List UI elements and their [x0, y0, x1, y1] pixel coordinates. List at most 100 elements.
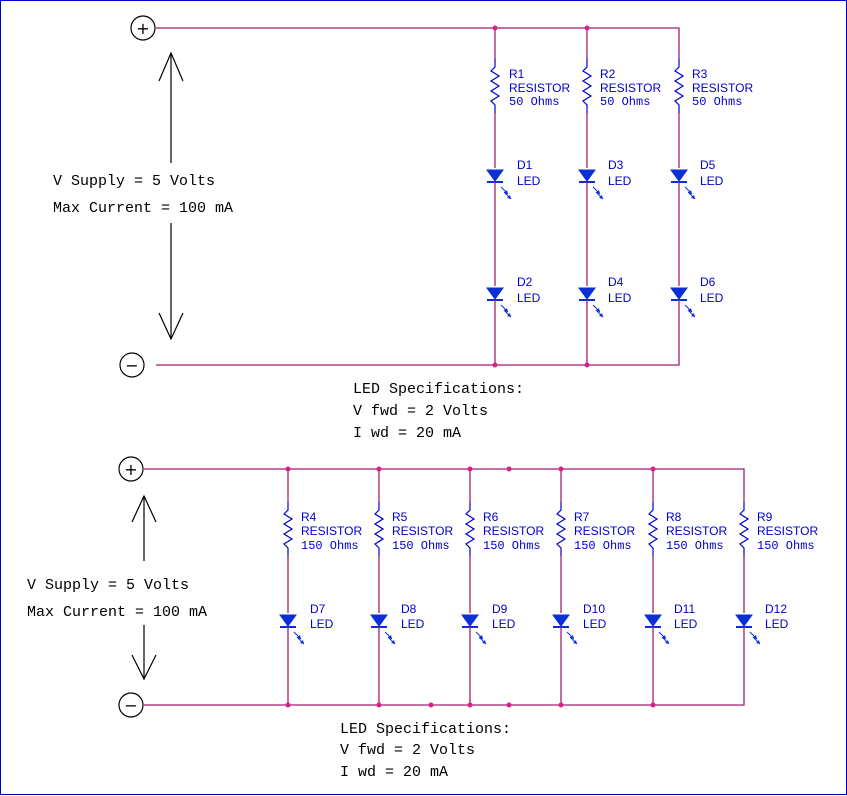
resistor-ref: R6 — [483, 510, 499, 524]
bottom-branch-8 — [644, 469, 670, 705]
junction-node — [584, 25, 590, 31]
resistor-value: 150 Ohms — [483, 539, 541, 553]
resistor-r8 — [647, 502, 659, 556]
resistor-ref: R1 — [509, 67, 525, 81]
led-d12-symbol — [735, 614, 761, 645]
led-d3-symbol — [578, 169, 604, 200]
bottom-branch-7 — [552, 469, 578, 705]
resistor-type: RESISTOR — [666, 524, 727, 538]
junction-node — [376, 466, 382, 472]
led-spec-title: LED Specifications: — [340, 721, 511, 738]
top-branch-1 — [486, 28, 512, 365]
led-type: LED — [517, 174, 541, 188]
resistor-value: 50 Ohms — [509, 95, 559, 109]
top-circuit: + − V Supply = 5 Volts Max Current = 100… — [53, 15, 753, 442]
max-current-label: Max Current = 100 mA — [27, 604, 207, 621]
led-d2-symbol — [486, 287, 512, 318]
resistor-r9 — [738, 502, 750, 556]
resistor-value: 150 Ohms — [757, 539, 815, 553]
led-ref: D10 — [583, 602, 605, 616]
resistor-type: RESISTOR — [692, 81, 753, 95]
junction-node — [506, 702, 512, 708]
resistor-ref: R8 — [666, 510, 682, 524]
resistor-type: RESISTOR — [574, 524, 635, 538]
negative-terminal-sign: − — [125, 356, 138, 375]
max-current-label: Max Current = 100 mA — [53, 200, 233, 217]
junction-node — [285, 702, 291, 708]
resistor-r1 — [489, 59, 501, 113]
top-negative-rail — [156, 304, 680, 366]
led-ref: D4 — [608, 275, 624, 289]
top-branch-2 — [578, 28, 604, 365]
resistor-type: RESISTOR — [483, 524, 544, 538]
resistor-type: RESISTOR — [301, 524, 362, 538]
junction-node — [506, 466, 512, 472]
led-ref: D7 — [310, 602, 326, 616]
led-type: LED — [310, 617, 334, 631]
led-type: LED — [401, 617, 425, 631]
resistor-value: 150 Ohms — [666, 539, 724, 553]
resistor-r7 — [555, 502, 567, 556]
top-positive-rail — [156, 27, 680, 59]
resistor-r2 — [581, 59, 593, 113]
bottom-branch-5 — [370, 469, 396, 705]
junction-node — [584, 362, 590, 368]
junction-node — [285, 466, 291, 472]
led-d9-symbol — [461, 614, 487, 645]
resistor-value: 50 Ohms — [692, 95, 742, 109]
led-ref: D3 — [608, 158, 624, 172]
junction-node — [558, 702, 564, 708]
junction-node — [467, 466, 473, 472]
led-spec-current: I wd = 20 mA — [340, 764, 448, 781]
led-ref: D8 — [401, 602, 417, 616]
led-spec-current: I wd = 20 mA — [353, 425, 461, 442]
resistor-type: RESISTOR — [600, 81, 661, 95]
voltage-arrow-icon — [158, 51, 184, 341]
bottom-circuit: + − V Supply = 5 Volts Max Current = 100… — [27, 456, 818, 781]
led-d4-symbol — [578, 287, 604, 318]
led-ref: D1 — [517, 158, 533, 172]
junction-node — [376, 702, 382, 708]
junction-node — [492, 25, 498, 31]
resistor-ref: R4 — [301, 510, 317, 524]
resistor-ref: R5 — [392, 510, 408, 524]
resistor-type: RESISTOR — [509, 81, 570, 95]
led-d7-symbol — [279, 614, 305, 645]
led-type: LED — [492, 617, 516, 631]
negative-terminal-sign: − — [124, 696, 137, 715]
resistor-type: RESISTOR — [757, 524, 818, 538]
resistor-r3 — [673, 59, 685, 113]
led-spec-title: LED Specifications: — [353, 381, 524, 398]
resistor-ref: R3 — [692, 67, 708, 81]
led-type: LED — [517, 291, 541, 305]
led-type: LED — [608, 291, 632, 305]
top-branch-3 — [670, 59, 696, 318]
junction-node — [492, 362, 498, 368]
resistor-ref: R7 — [574, 510, 590, 524]
junction-node — [558, 466, 564, 472]
resistor-ref: R9 — [757, 510, 773, 524]
resistor-r5 — [373, 502, 385, 556]
junction-node — [650, 466, 656, 472]
supply-voltage-label: V Supply = 5 Volts — [53, 173, 215, 190]
led-d10-symbol — [552, 614, 578, 645]
led-type: LED — [700, 291, 724, 305]
resistor-r6 — [464, 502, 476, 556]
resistor-value: 150 Ohms — [574, 539, 632, 553]
led-d11-symbol — [644, 614, 670, 645]
negative-terminal-icon — [118, 692, 144, 718]
junction-node — [467, 702, 473, 708]
bottom-branch-4 — [279, 469, 305, 705]
supply-voltage-label: V Supply = 5 Volts — [27, 577, 189, 594]
led-ref: D2 — [517, 275, 533, 289]
resistor-value: 150 Ohms — [392, 539, 450, 553]
led-d6-symbol — [670, 287, 696, 318]
junction-node — [428, 702, 434, 708]
junction-node — [650, 702, 656, 708]
voltage-arrow-icon — [131, 494, 157, 681]
positive-terminal-icon — [130, 15, 156, 41]
resistor-value: 50 Ohms — [600, 95, 650, 109]
resistor-ref: R2 — [600, 67, 616, 81]
negative-terminal-icon — [119, 352, 145, 378]
